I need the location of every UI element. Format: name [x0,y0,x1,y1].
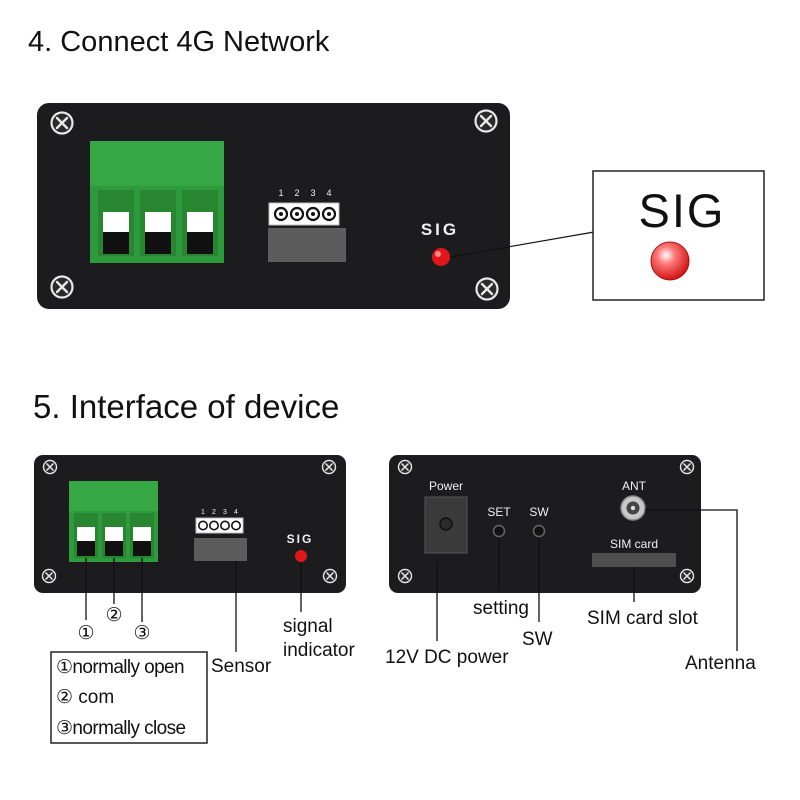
sim-slot-caption: SIM card slot [587,608,699,629]
setting-caption: setting [473,598,529,619]
legend-item: ①normally open [56,657,184,678]
sensor-connector: 1 2 3 4 [268,188,346,262]
sw-label: SW [529,505,549,519]
pin-number: 1 [278,188,283,198]
sw-button [532,524,546,538]
sim-card-slot [592,553,676,567]
relay-terminal-block [90,141,224,263]
section4-panel: 1 2 3 4 SIG [37,103,510,309]
terminal-mark-3: ③ [133,623,150,644]
section4-title: 4. Connect 4G Network [28,26,330,58]
pin-number: 4 [326,188,331,198]
pin-number: 2 [212,509,216,516]
set-button [492,524,506,538]
sensor-caption: Sensor [211,656,272,677]
terminal-legend: ①normally open ② com ③normally close [50,651,208,744]
screw-icon [475,277,499,301]
front-leader-lines [85,558,302,652]
antenna-caption: Antenna [685,653,756,674]
screw-icon [50,111,74,135]
screw-icon [679,568,695,584]
screw-icon [42,459,58,475]
screw-icon [397,459,413,475]
legend-item: ③normally close [56,718,185,739]
screw-icon [474,109,498,133]
back-panel: Power SET SW ANT SIM card [389,455,701,593]
ant-label: ANT [622,479,647,493]
pin-number: 3 [310,188,315,198]
pin-number: 4 [234,509,238,516]
screw-icon [41,568,57,584]
sig-label: SIG [287,532,314,546]
led-icon [650,241,690,281]
simcard-label: SIM card [610,537,658,551]
screw-icon [397,568,413,584]
sensor-connector: 1 2 3 4 [194,509,247,561]
screw-icon [322,568,338,584]
dc-power-jack [424,496,468,554]
power-label: Power [429,479,463,493]
terminal-mark-1: ① [77,623,94,644]
sig-label: SIG [421,220,459,239]
set-label: SET [487,505,511,519]
led-icon [432,248,450,266]
pin-number: 3 [223,509,227,516]
signal-indicator-caption-line2: indicator [283,640,355,661]
callout-sig-label: SIG [639,184,726,237]
sig-callout: SIG [449,170,765,301]
led-icon [295,550,307,562]
screw-icon [321,459,337,475]
antenna-connector [620,495,646,521]
back-leader-lines [436,509,738,651]
sw-caption: SW [522,629,553,650]
relay-terminal-block [69,481,158,562]
pin-number: 2 [294,188,299,198]
legend-item: ② com [56,687,114,708]
front-panel: 1 2 3 4 SIG [34,455,346,593]
screw-icon [50,275,74,299]
terminal-mark-2: ② [105,605,122,626]
section5-title: 5. Interface of device [33,388,340,425]
dc-power-caption: 12V DC power [385,647,509,668]
screw-icon [679,459,695,475]
signal-indicator-caption-line1: signal [283,616,333,637]
pin-number: 1 [201,509,205,516]
